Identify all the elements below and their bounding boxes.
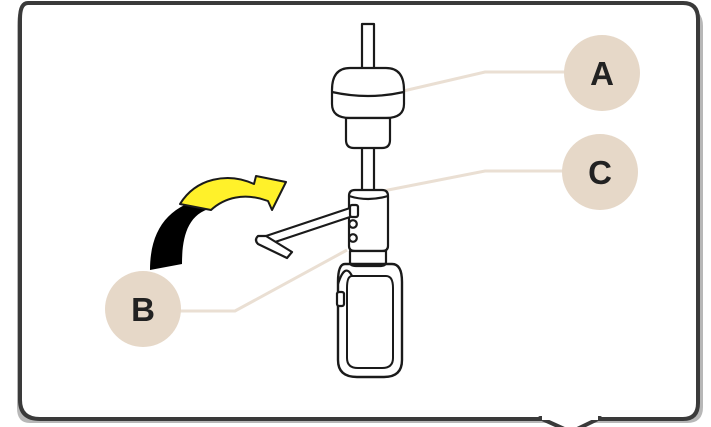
cap	[330, 66, 406, 150]
callout-c-label: C	[588, 154, 612, 191]
rotation-arrow-shadow	[150, 198, 212, 270]
set-screw-1	[348, 219, 358, 229]
hanging-kit-drawing	[254, 22, 406, 379]
set-screws	[348, 219, 358, 243]
carabiner	[335, 249, 404, 379]
callout-a: A	[564, 35, 640, 111]
callout-b: B	[105, 271, 181, 347]
leader-line-a	[385, 70, 566, 97]
callout-b-label: B	[131, 291, 155, 328]
rotation-arrow	[150, 175, 287, 270]
leader-line-b	[178, 248, 348, 313]
leader-line-c	[382, 169, 566, 193]
cable	[360, 22, 376, 193]
leader-lines	[178, 70, 566, 313]
rotation-arrow-icon	[179, 175, 287, 211]
hex-key	[254, 203, 360, 260]
callout-a-label: A	[590, 55, 614, 92]
callout-c: C	[562, 134, 638, 210]
set-screw-2	[348, 233, 358, 243]
